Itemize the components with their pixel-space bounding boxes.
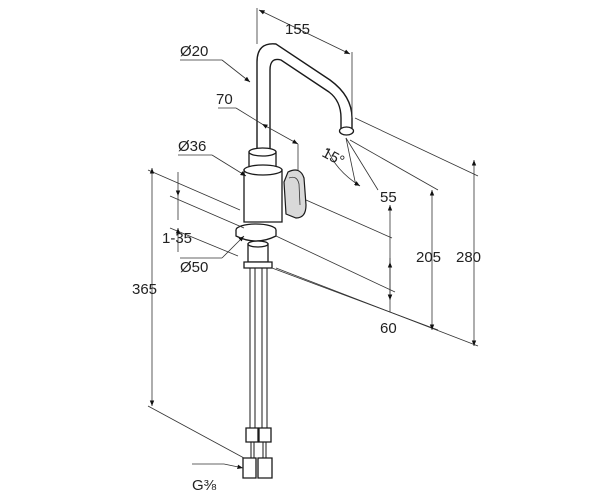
- base-plate-side: [235, 230, 277, 242]
- dim-dia20-label: Ø20: [180, 43, 208, 60]
- spout-tube-inner: [269, 58, 342, 155]
- spout-nozzle: [338, 126, 355, 136]
- thread-nut-left: [242, 457, 257, 479]
- spout-tube-outer: [256, 43, 353, 155]
- faucet-outline: [235, 43, 355, 479]
- mounting-ring: [243, 261, 273, 269]
- reference-lines: [147, 117, 479, 459]
- dimension-70: 70: [216, 91, 299, 170]
- hose-fitting-left: [245, 427, 259, 443]
- faucet-body: [243, 169, 283, 223]
- dimension-55: 55: [380, 189, 397, 300]
- dim-1-35-label: 1-35: [162, 230, 192, 247]
- dim-55-label: 55: [380, 189, 397, 206]
- hose-fitting-right: [258, 427, 272, 443]
- dimension-dia50: Ø50: [180, 235, 245, 276]
- dim-365-label: 365: [132, 281, 157, 298]
- handle-lever: [283, 169, 307, 219]
- dim-15deg-label: 15°: [319, 144, 347, 170]
- dim-155-label: 155: [285, 21, 310, 38]
- handle-detail: [288, 176, 301, 206]
- dimension-205: 205: [416, 190, 441, 330]
- dim-dia36-label: Ø36: [178, 138, 206, 155]
- body-collar-top: [248, 147, 277, 157]
- dim-205-label: 205: [416, 249, 441, 266]
- thread-callout: G⅜: [192, 463, 244, 494]
- dimension-60: 60: [380, 258, 397, 337]
- dim-60-label: 60: [380, 320, 397, 337]
- dim-70-label: 70: [216, 91, 233, 108]
- dimension-280: 280: [456, 160, 481, 346]
- thread-label: G⅜: [192, 477, 217, 494]
- dimension-155: 155: [256, 8, 353, 118]
- dim-dia50-label: Ø50: [180, 259, 208, 276]
- dimension-1-35: 1-35: [162, 172, 192, 252]
- dimension-dia36: Ø36: [178, 138, 247, 177]
- faucet-body-top: [243, 164, 283, 176]
- dimension-dia20: Ø20: [180, 43, 251, 83]
- dimension-15deg: 15°: [319, 137, 379, 191]
- hose-end-right: [262, 442, 267, 458]
- thread-nut-right: [257, 457, 273, 479]
- dim-280-label: 280: [456, 249, 481, 266]
- dimension-365: 365: [132, 168, 157, 406]
- hose-end-left: [250, 442, 255, 458]
- mounting-nut-top: [247, 240, 269, 248]
